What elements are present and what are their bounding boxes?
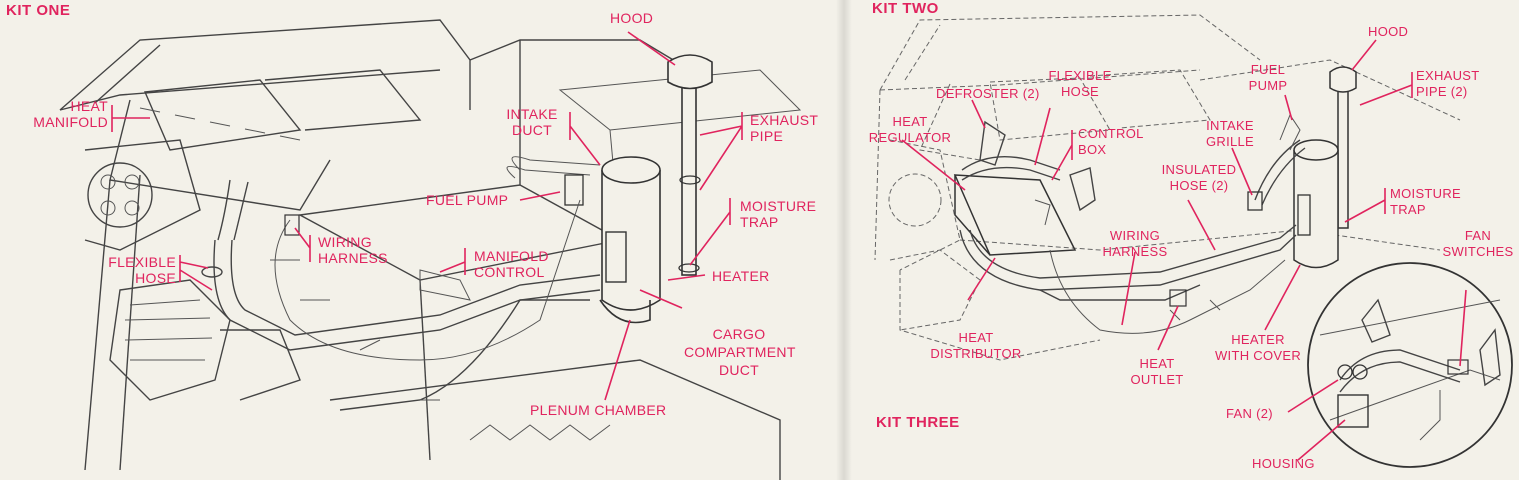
label-housing: HOUSING [1252,456,1315,471]
label-flexible-hose-line2: HOSE [135,270,176,286]
kit-two-vehicle-body [874,14,1461,361]
label-k2-moisture-trap-line2: TRAP [1390,202,1426,217]
label-k2-fuel-pump: FUEL PUMP [1246,62,1290,94]
label-control-box-line1: CONTROL [1078,126,1144,141]
kit-three-title: KIT THREE [876,414,960,431]
label-heat-distributor: HEAT DISTRIBUTOR [926,330,1026,362]
label-exhaust-pipe-line1: EXHAUST [750,112,819,128]
label-fan-switches: FAN SWITCHES [1438,228,1518,260]
label-intake-duct-line2: DUCT [511,122,553,138]
label-cargo-line2: COMPARTMENT [684,344,796,360]
label-k2-exhaust-pipe-line1: EXHAUST [1416,68,1480,83]
label-heat-manifold: HEAT MANIFOLD [4,98,108,130]
label-exhaust-pipe-line2: PIPE [750,128,784,144]
label-insulated-hose-line1: INSULATED [1161,162,1237,177]
label-fuel-pump: FUEL PUMP [426,192,509,208]
label-k2-flexible-hose-line1: FLEXIBLE [1048,68,1112,83]
label-moisture-trap-line2: TRAP [740,214,779,230]
kit-two-title: KIT TWO [872,0,939,17]
label-insulated-hose: INSULATED HOSE (2) [1156,162,1242,194]
label-k2-hood: HOOD [1368,24,1409,39]
kit-one-plumbing [201,54,713,411]
label-control-box: CONTROL BOX [1078,126,1144,158]
label-plenum-chamber: PLENUM CHAMBER [530,402,667,418]
label-hood: HOOD [610,10,654,26]
label-intake-grille: INTAKE GRILLE [1198,118,1262,150]
label-heat-regulator-line1: HEAT [892,114,928,129]
label-k2-flexible-hose: FLEXIBLE HOSE [1040,68,1120,100]
label-heater-with-cover: HEATER WITH COVER [1206,332,1310,364]
page-gutter [836,0,852,480]
kit-two-leaders [901,39,1413,351]
label-intake-duct-line1: INTAKE [506,106,558,122]
kit-three-leaders [1287,289,1467,461]
label-defroster: DEFROSTER (2) [936,86,1040,101]
label-cargo-compartment-duct: CARGO COMPARTMENT DUCT [684,326,796,378]
label-heat-regulator: HEAT REGULATOR [868,114,952,146]
label-flexible-hose: FLEXIBLE HOSE [86,254,176,286]
label-k2-wiring-harness-line1: WIRING [1109,228,1161,243]
label-k2-moisture-trap: MOISTURE TRAP [1390,186,1461,218]
label-cargo-line1: CARGO [712,326,766,342]
label-wiring-harness-line1: WIRING [318,234,372,250]
label-intake-grille-line2: GRILLE [1205,134,1255,149]
label-heater-with-cover-line2: WITH COVER [1214,348,1302,363]
label-heat-outlet: HEAT OUTLET [1124,356,1190,388]
label-heat-manifold-line2: MANIFOLD [33,114,108,130]
label-exhaust-pipe: EXHAUST PIPE [750,112,818,144]
label-heat-outlet-line2: OUTLET [1130,372,1184,387]
label-cargo-line3: DUCT [718,362,760,378]
label-control-box-line2: BOX [1078,142,1107,157]
label-manifold-control-line1: MANIFOLD [474,248,549,264]
label-wiring-harness-line2: HARNESS [318,250,388,266]
label-fan-switches-line2: SWITCHES [1442,244,1514,259]
label-k2-exhaust-pipe: EXHAUST PIPE (2) [1416,68,1480,100]
label-manifold-control-line2: CONTROL [474,264,545,280]
kit-one-leaders [111,31,743,401]
label-manifold-control: MANIFOLD CONTROL [474,248,549,280]
label-heater-with-cover-line1: HEATER [1231,332,1285,347]
label-k2-fuel-pump-line2: PUMP [1248,78,1288,93]
label-k2-flexible-hose-line2: HOSE [1060,84,1100,99]
label-intake-duct: INTAKE DUCT [494,106,570,138]
label-k2-moisture-trap-line1: MOISTURE [1390,186,1462,201]
label-insulated-hose-line2: HOSE (2) [1169,178,1229,193]
label-heat-manifold-line1: HEAT [70,98,108,114]
kit-one-title: KIT ONE [6,2,71,19]
kit-two-plumbing [953,66,1357,334]
label-heat-regulator-line2: REGULATOR [868,130,952,145]
label-flexible-hose-line1: FLEXIBLE [108,254,176,270]
label-moisture-trap: MOISTURE TRAP [740,198,816,230]
label-k2-wiring-harness: WIRING HARNESS [1100,228,1170,260]
label-k2-exhaust-pipe-line2: PIPE (2) [1416,84,1468,99]
label-fan: FAN (2) [1226,406,1273,421]
kit-three-detail [1307,262,1513,468]
label-heat-distributor-line2: DISTRIBUTOR [930,346,1022,361]
label-moisture-trap-line1: MOISTURE [740,198,817,214]
label-k2-fuel-pump-line1: FUEL [1250,62,1286,77]
label-k2-wiring-harness-line2: HARNESS [1102,244,1168,259]
label-wiring-harness: WIRING HARNESS [318,234,388,266]
label-heater: HEATER [712,268,770,284]
label-intake-grille-line1: INTAKE [1206,118,1254,133]
label-heat-distributor-line1: HEAT [958,330,994,345]
label-fan-switches-line1: FAN [1464,228,1492,243]
label-heat-outlet-line1: HEAT [1139,356,1175,371]
